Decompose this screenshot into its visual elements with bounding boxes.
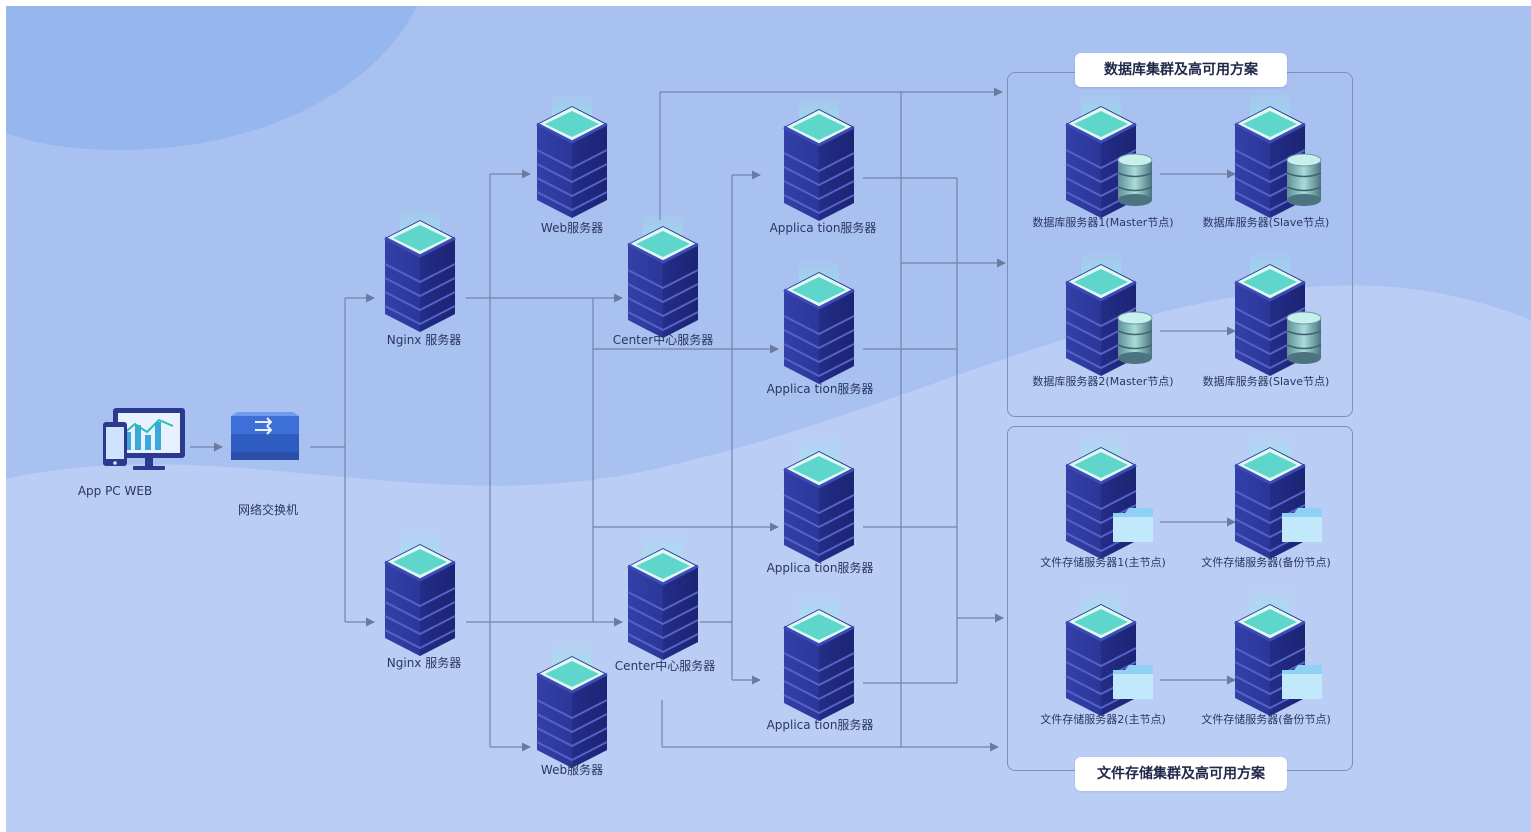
- file-node-label-2: 文件存储服务器(备份节点): [1201, 556, 1331, 569]
- db-node-label-3: 数据库服务器2(Master节点): [1032, 375, 1174, 388]
- left-border: [0, 0, 6, 832]
- file-node-label-4: 文件存储服务器(备份节点): [1201, 713, 1331, 726]
- client-label: App PC WEB: [77, 484, 153, 498]
- switch-label: 网络交换机: [237, 503, 299, 517]
- file-cluster-title: 文件存储集群及高可用方案: [1075, 757, 1287, 791]
- app-label-3: Applica tion服务器: [766, 561, 874, 575]
- connections: [190, 87, 1236, 752]
- db-node-label-1: 数据库服务器1(Master节点): [1032, 216, 1174, 229]
- app-label-4: Applica tion服务器: [766, 718, 874, 732]
- top-border: [0, 0, 1531, 6]
- app-label-1: Applica tion服务器: [769, 221, 877, 235]
- db-cluster-title: 数据库集群及高可用方案: [1075, 53, 1287, 87]
- network-switch-icon: [231, 412, 299, 460]
- web-label-2: Web服务器: [540, 763, 604, 777]
- client-devices-icon: [103, 408, 185, 470]
- nginx-label-1: Nginx 服务器: [386, 333, 462, 347]
- web-label-1: Web服务器: [540, 221, 604, 235]
- nginx-label-2: Nginx 服务器: [386, 656, 462, 670]
- db-node-label-2: 数据库服务器(Slave节点): [1202, 216, 1330, 229]
- center-label-2: Center中心服务器: [614, 659, 716, 673]
- file-node-label-1: 文件存储服务器1(主节点): [1040, 556, 1166, 569]
- app-label-2: Applica tion服务器: [766, 382, 874, 396]
- file-node-label-3: 文件存储服务器2(主节点): [1040, 713, 1166, 726]
- center-label-1: Center中心服务器: [612, 333, 714, 347]
- db-node-label-4: 数据库服务器(Slave节点): [1202, 375, 1330, 388]
- background-wave-top: [0, 0, 420, 150]
- db-cluster-box: [1007, 72, 1353, 417]
